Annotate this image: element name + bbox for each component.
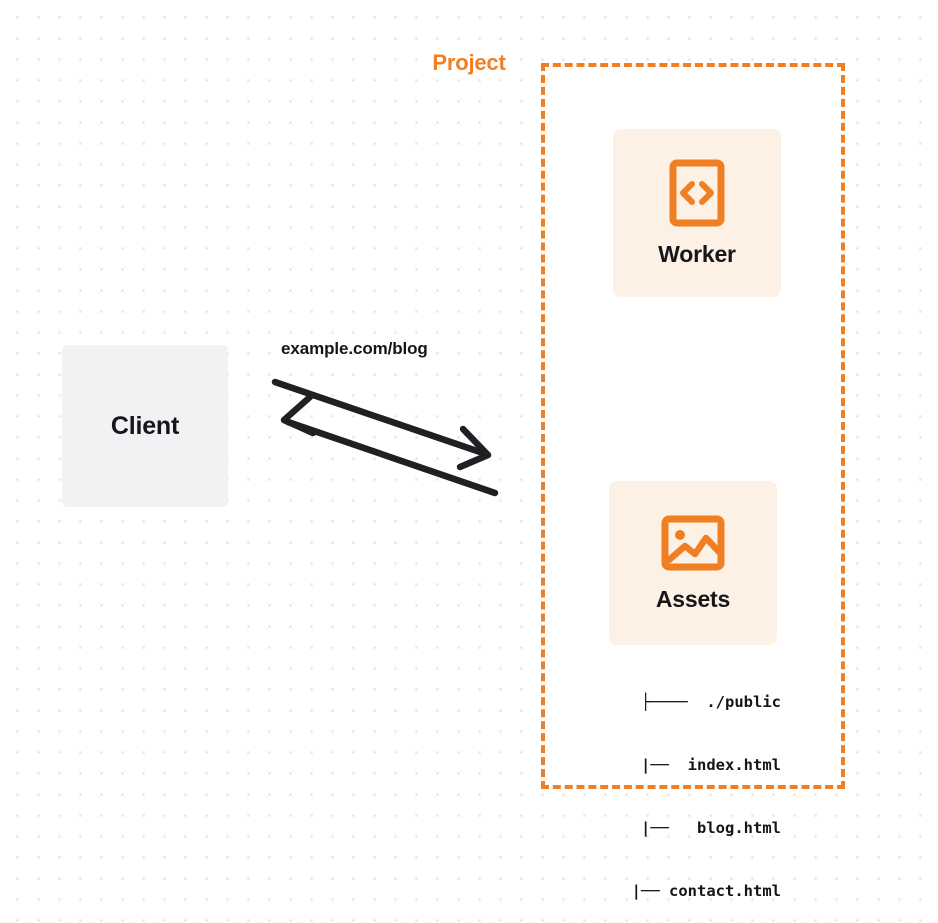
worker-node-label: Worker (658, 240, 736, 267)
code-brackets-icon (669, 159, 725, 226)
inbound-arrow (280, 393, 499, 497)
file-tree-row: |── blog.html (613, 819, 781, 837)
assets-node-label: Assets (655, 585, 731, 612)
project-container-title: Project (424, 50, 514, 76)
file-tree-row: |── index.html (613, 756, 781, 774)
client-node: Client (62, 345, 228, 507)
worker-node: Worker (613, 129, 781, 297)
assets-node: Assets (609, 481, 777, 645)
image-icon (661, 515, 725, 570)
client-node-label: Client (110, 411, 180, 440)
file-tree-row: |── contact.html (603, 882, 781, 900)
connector-label: example.com/blog (281, 339, 428, 358)
assets-file-tree: ├──── ./public |── index.html |── blog.h… (586, 650, 781, 923)
file-tree-row: ├──── ./public (641, 693, 781, 711)
request-response-arrows (271, 378, 499, 497)
